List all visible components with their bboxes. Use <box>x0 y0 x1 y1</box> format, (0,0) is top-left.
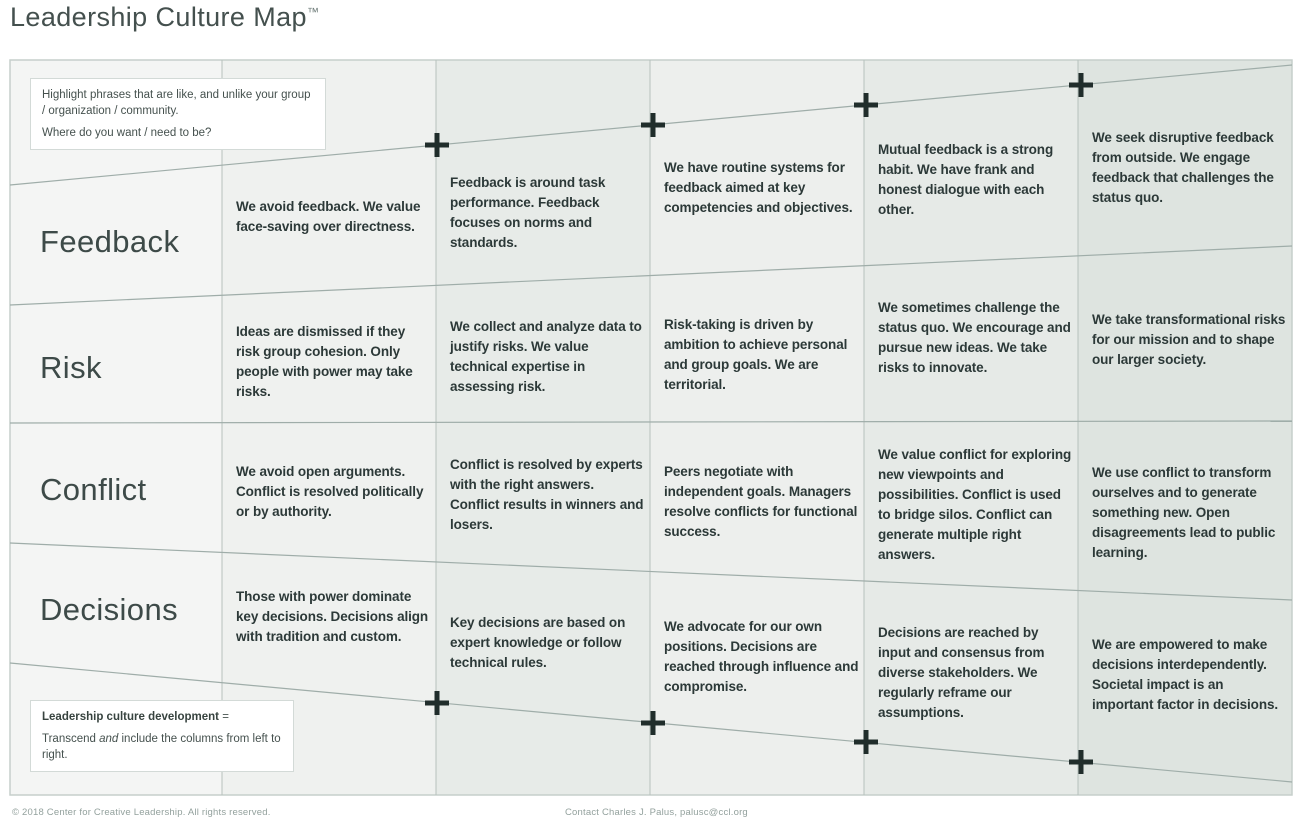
plus-icon <box>1069 750 1093 774</box>
plus-icon <box>854 730 878 754</box>
column-2-stripe <box>436 60 650 795</box>
legend-body: Transcend and include the columns from l… <box>42 731 282 763</box>
instructions-note: Highlight phrases that are like, and unl… <box>30 78 326 151</box>
cell-conflict-col3: Peers negotiate with independent goals. … <box>664 464 858 539</box>
legend-body-end: include the columns from left to right. <box>42 733 281 762</box>
cell-conflict-col2: Conflict is resolved by experts with the… <box>450 457 644 532</box>
cell-decisions-col5: We are empowered to make decisions inter… <box>1092 637 1279 712</box>
cell-risk-col4: We sometimes challenge the status quo. W… <box>878 300 1071 375</box>
plus-icon <box>425 133 449 157</box>
legend-note: Leadership culture development = Transce… <box>30 700 294 773</box>
cell-risk-col5: We take transformational risks for our m… <box>1092 312 1286 367</box>
cell-decisions-col1: Those with power dominate key decisions.… <box>236 589 429 644</box>
cell-feedback-col5: We seek disruptive feedback from outside… <box>1092 130 1274 205</box>
column-4-stripe <box>864 60 1078 795</box>
instructions-line2: Where do you want / need to be? <box>42 127 212 140</box>
cell-feedback-col4: Mutual feedback is a strong habit. We ha… <box>878 142 1054 217</box>
cell-decisions-col4: Decisions are reached by input and conse… <box>878 625 1045 720</box>
plus-icon <box>854 93 878 117</box>
column-divider-lines <box>221 60 1079 795</box>
cell-decisions-col2: Key decisions are based on expert knowle… <box>450 615 626 670</box>
column-3-stripe <box>650 60 864 795</box>
cell-feedback-col3: We have routine systems for feedback aim… <box>664 160 853 215</box>
fan-line-feedback-risk <box>9 245 1293 306</box>
cell-risk-col2: We collect and analyze data to justify r… <box>450 319 642 394</box>
cell-conflict-col4: We value conflict for exploring new view… <box>878 447 1072 562</box>
plus-icon <box>425 691 449 715</box>
fan-line-risk-conflict <box>9 420 1293 424</box>
cell-feedback-col2: Feedback is around task performance. Fee… <box>450 175 606 250</box>
legend-body-start: Transcend <box>42 733 96 746</box>
trademark: ™ <box>306 5 320 19</box>
row-label-risk: Risk <box>40 350 102 385</box>
page-title-text: Leadership Culture Map <box>10 2 307 32</box>
plus-icon <box>1069 73 1093 97</box>
legend-body-italic: and <box>99 733 119 746</box>
cell-conflict-col5: We use conflict to transform ourselves a… <box>1092 465 1276 560</box>
legend-heading: Leadership culture development <box>42 711 220 723</box>
page-title: Leadership Culture Map™ <box>10 2 319 33</box>
row-label-feedback: Feedback <box>40 224 180 259</box>
cell-risk-col3: Risk-taking is driven by ambition to ach… <box>664 317 848 392</box>
plus-icon <box>641 711 665 735</box>
column-5-stripe <box>1078 60 1292 795</box>
cell-decisions-col3: We advocate for our own positions. Decis… <box>664 619 859 694</box>
footer-contact: Contact Charles J. Palus, palusc@ccl.org <box>565 807 748 818</box>
cell-conflict-col1: We avoid open arguments. Conflict is res… <box>236 464 424 519</box>
row-label-decisions: Decisions <box>40 592 178 627</box>
cell-risk-col1: Ideas are dismissed if they risk group c… <box>236 324 413 399</box>
legend-equals: = <box>222 711 229 723</box>
fan-line-conflict-decisions <box>9 542 1293 601</box>
row-label-conflict: Conflict <box>40 472 147 507</box>
instructions-line1: Highlight phrases that are like, and unl… <box>42 89 311 118</box>
column-1-stripe <box>222 60 436 795</box>
footer-copyright: © 2018 Center for Creative Leadership. A… <box>12 807 271 818</box>
plus-icon <box>641 113 665 137</box>
cell-feedback-col1: We avoid feedback. We value face-saving … <box>236 199 421 234</box>
plus-markers <box>425 73 1093 774</box>
legend-heading-line: Leadership culture development = <box>42 709 282 725</box>
table-border <box>9 59 1293 796</box>
